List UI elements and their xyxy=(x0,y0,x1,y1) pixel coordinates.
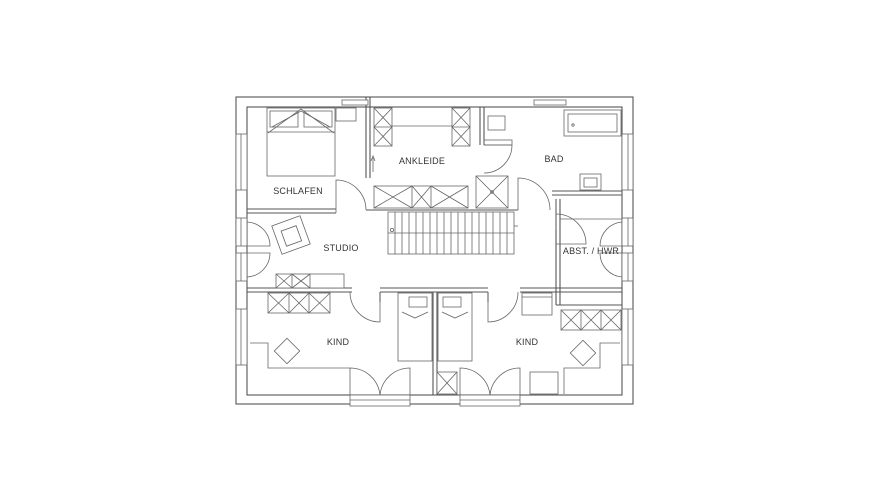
doors xyxy=(246,144,623,396)
staircase xyxy=(387,211,518,255)
washbasin xyxy=(579,173,602,191)
double-bed xyxy=(266,107,336,177)
outer-walls xyxy=(235,96,634,405)
room-label-abst-hwr: ABST. / HWR xyxy=(563,246,620,256)
kind-right-chest xyxy=(521,292,553,316)
kind-right-wardrobe xyxy=(560,309,622,331)
room-label-studio: STUDIO xyxy=(323,243,358,253)
kind-right-chair xyxy=(569,339,597,367)
windows xyxy=(235,99,634,407)
room-labels: SCHLAFEN ANKLEIDE BAD STUDIO ABST. / HWR… xyxy=(273,154,619,347)
room-label-kind-right: KIND xyxy=(516,337,539,347)
room-label-schlafen: SCHLAFEN xyxy=(273,186,323,196)
kind-left-chair xyxy=(273,337,301,365)
single-bed-right xyxy=(437,292,473,362)
toilet xyxy=(487,115,506,131)
single-bed-left xyxy=(397,292,433,362)
kind-left-desk xyxy=(250,342,350,369)
kind-right-cabinet xyxy=(436,371,458,395)
nightstand xyxy=(335,107,357,122)
kind-right-desk xyxy=(563,342,620,394)
room-label-bad: BAD xyxy=(544,154,563,164)
room-label-ankleide: ANKLEIDE xyxy=(399,156,445,166)
kind-left-wardrobe xyxy=(267,292,331,314)
up-arrow xyxy=(370,154,376,172)
room-label-kind-left: KIND xyxy=(327,337,350,347)
shower xyxy=(475,175,509,209)
kind-right-box xyxy=(529,371,559,395)
armchair xyxy=(271,215,311,255)
wardrobe xyxy=(373,107,471,209)
